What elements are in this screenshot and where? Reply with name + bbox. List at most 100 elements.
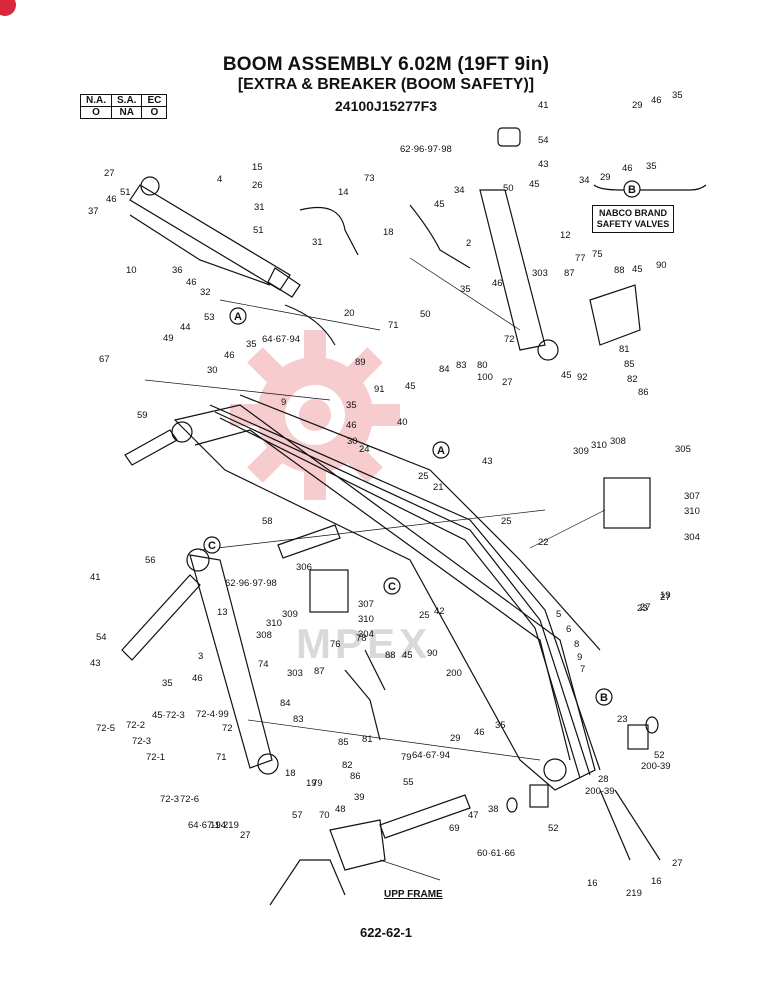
part-label: 50	[503, 183, 514, 194]
boom-tip-pin-boss	[543, 758, 567, 782]
part-label: 27	[502, 377, 513, 388]
part-label: 90	[427, 648, 438, 659]
part-label: 9	[281, 397, 286, 408]
part-label: 15	[252, 162, 263, 173]
part-label: 45·72-3	[152, 710, 185, 721]
part-label: 52	[654, 750, 665, 761]
part-label: 46	[186, 277, 197, 288]
part-label: 54	[538, 135, 549, 146]
part-label: 5	[556, 609, 561, 620]
part-label: 50	[420, 309, 431, 320]
part-label: 58	[262, 516, 273, 527]
part-label: 35	[346, 400, 357, 411]
boom-top-edge	[194, 429, 571, 761]
part-label: 20	[344, 308, 355, 319]
part-label: 87	[564, 268, 575, 279]
part-label: 83	[293, 714, 304, 725]
part-label: 79	[401, 752, 412, 763]
pin-55	[379, 794, 471, 839]
hose-73	[409, 204, 471, 269]
part-label: 200	[446, 668, 462, 679]
part-label: 308	[256, 630, 272, 641]
part-label: 40	[397, 417, 408, 428]
part-label: 41	[538, 100, 549, 111]
part-label: 45	[529, 179, 540, 190]
part-label: 72-6	[180, 794, 199, 805]
part-label: 7	[580, 664, 585, 675]
part-label: 25	[419, 610, 430, 621]
part-label: 45	[402, 650, 413, 661]
part-label: 16	[587, 878, 598, 889]
part-label: 64·67·94	[412, 750, 450, 761]
part-label: 46	[651, 95, 662, 106]
part-label: 35	[646, 161, 657, 172]
callout-c2-letter: C	[388, 581, 396, 593]
part-label: 82	[627, 374, 638, 385]
part-label: 34	[454, 185, 465, 196]
part-label: 85	[624, 359, 635, 370]
hose-14	[299, 206, 359, 256]
part-label: 89	[355, 357, 366, 368]
part-label: 72	[222, 723, 233, 734]
part-label: 307	[684, 491, 700, 502]
part-label: 100	[477, 372, 493, 383]
part-label: 306	[296, 562, 312, 573]
part-label: 219	[626, 888, 642, 899]
part-label: 308	[610, 436, 626, 447]
part-label: 72-3	[132, 736, 151, 747]
part-label: 310	[591, 440, 607, 451]
part-label: 87	[314, 666, 325, 677]
hydraulic-line-3	[219, 417, 581, 779]
part-label: 88	[385, 650, 396, 661]
part-label: 29	[450, 733, 461, 744]
part-label: 18	[383, 227, 394, 238]
part-label: 57	[292, 810, 303, 821]
corner-marker	[0, 0, 16, 16]
part-label: 29	[632, 100, 643, 111]
part-label: 51	[253, 225, 264, 236]
part-label: 43	[538, 159, 549, 170]
pin-58	[277, 524, 341, 559]
boom-cylinder-3	[189, 554, 273, 769]
nabco-safety-valves-label: NABCO BRAND SAFETY VALVES	[592, 205, 674, 233]
part-label: 25	[418, 471, 429, 482]
part-label: 303	[287, 668, 303, 679]
pipe-76	[344, 669, 381, 741]
part-label: 25	[501, 516, 512, 527]
lower-cylinder-rod-eye	[257, 753, 279, 775]
part-label: 310	[266, 618, 282, 629]
part-label: 84	[439, 364, 450, 375]
part-label: 35	[460, 284, 471, 295]
part-label: 79	[312, 778, 323, 789]
part-label: 64·67·94	[188, 820, 226, 831]
upper-frame-bracket	[269, 819, 386, 906]
part-label: 78	[356, 633, 367, 644]
part-label: 56	[145, 555, 156, 566]
part-label: 75	[592, 249, 603, 260]
part-label: 46	[474, 727, 485, 738]
callout-a2-letter: A	[437, 445, 445, 457]
part-label: 52	[548, 823, 559, 834]
part-label: 43	[90, 658, 101, 669]
part-label: 45	[632, 264, 643, 275]
part-label: 45	[434, 199, 445, 210]
part-label: 51	[120, 187, 131, 198]
part-label: 48	[335, 804, 346, 815]
part-label: 309	[573, 446, 589, 457]
part-label: 6	[566, 624, 571, 635]
callout-b-letter: B	[628, 184, 636, 196]
part-label: 303	[532, 268, 548, 279]
part-label: 23	[637, 603, 648, 614]
callout-b2-letter: B	[600, 692, 608, 704]
part-label: 21	[433, 482, 444, 493]
part-label: 200-39	[641, 761, 671, 772]
part-label: 72-4·99	[196, 709, 229, 720]
part-label: 16	[651, 876, 662, 887]
part-label: 18	[285, 768, 296, 779]
part-label: 60·61·66	[477, 848, 515, 859]
callout-b-circle	[623, 180, 641, 198]
part-label: 72-2	[126, 720, 145, 731]
